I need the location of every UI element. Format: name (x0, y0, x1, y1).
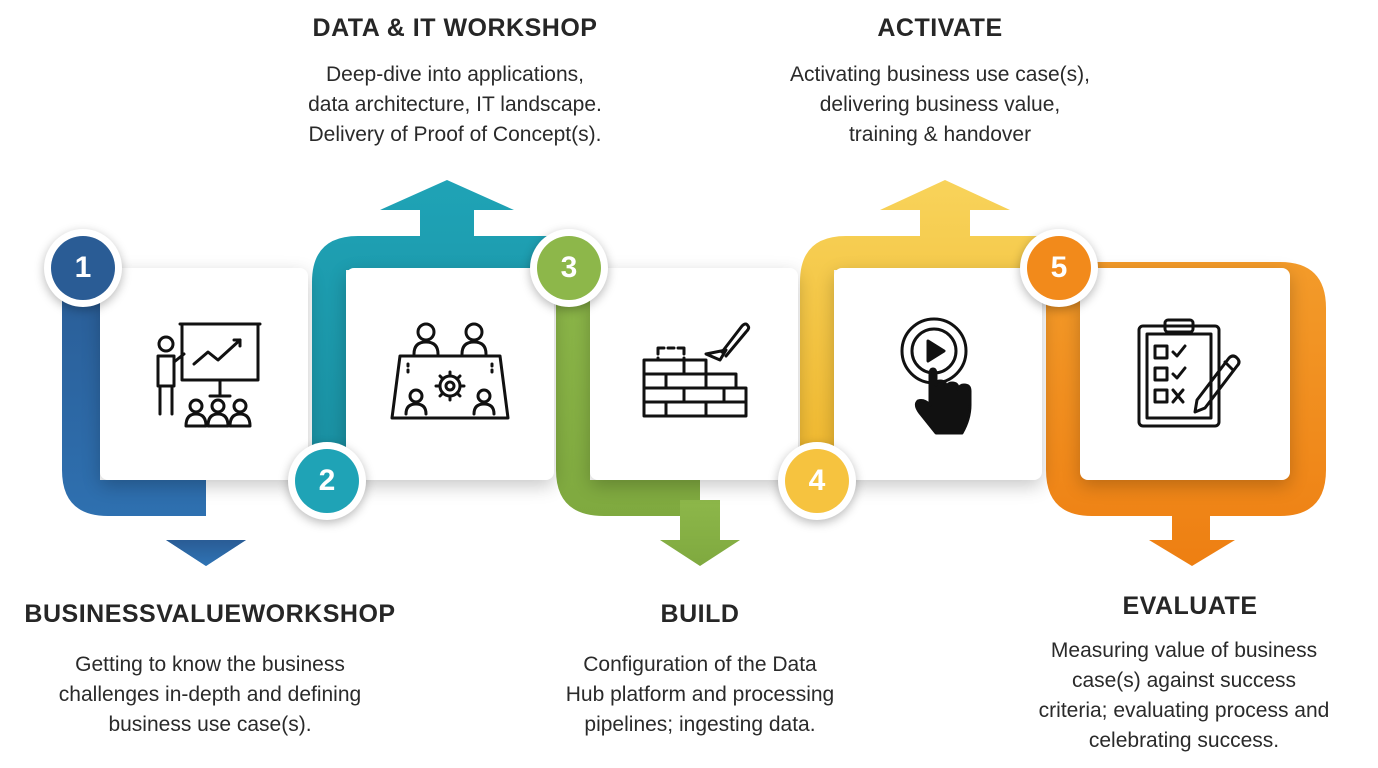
step-4-description-line: training & handover (848, 123, 1032, 146)
step-4-number: 4 (785, 449, 849, 513)
step-2-card (346, 268, 554, 480)
step-1-arrow (166, 540, 246, 566)
step-4-card (834, 268, 1042, 480)
step-1-description-line: challenges in-depth and defining (58, 683, 362, 706)
presentation-icon (156, 322, 262, 428)
step-2-description-line: Delivery of Proof of Concept(s). (308, 123, 602, 146)
step-1-title: BUSINESSVALUEWORKSHOP (24, 600, 396, 628)
step-3-number: 3 (537, 236, 601, 300)
step-4-number-badge: 4 (778, 442, 856, 520)
step-3-description-line: Hub platform and processing (565, 683, 835, 706)
step-4-ribbon (800, 180, 1046, 470)
step-3-title: BUILD (660, 600, 740, 628)
step-2-description: Deep-dive into applications, data archit… (250, 60, 660, 150)
step-2-description-line: data architecture, IT landscape. (308, 93, 602, 116)
brick-wall-icon (642, 322, 751, 418)
step-3-description: Configuration of the Data Hub platform a… (500, 650, 900, 740)
step-1-number-badge: 1 (44, 229, 122, 307)
step-3-arrow (660, 500, 740, 566)
step-1-card (100, 268, 308, 480)
step-1-ribbon (62, 262, 246, 566)
step-5-card (1080, 268, 1290, 480)
step-5-description-line: celebrating success. (1088, 729, 1280, 752)
step-5-description-line: case(s) against success (1071, 669, 1297, 692)
step-5-description: Measuring value of business case(s) agai… (990, 636, 1378, 756)
step-3-card (590, 268, 798, 480)
step-4-description: Activating business use case(s), deliver… (730, 60, 1150, 150)
step-2-ribbon (312, 180, 556, 470)
step-4-description-line: Activating business use case(s), (790, 63, 1090, 86)
step-3-number-badge: 3 (530, 229, 608, 307)
step-3-description-line: Configuration of the Data (583, 653, 817, 676)
step-1-number: 1 (51, 236, 115, 300)
step-4-description-line: delivering business value, (819, 93, 1061, 116)
step-2-number-badge: 2 (288, 442, 366, 520)
step-2-description-line: Deep-dive into applications, (326, 63, 584, 86)
play-button-icon (900, 317, 972, 435)
step-5-title: EVALUATE (1122, 592, 1258, 620)
checklist-icon (1137, 318, 1241, 428)
meeting-icon (390, 322, 510, 420)
step-1-description: Getting to know the business challenges … (0, 650, 420, 740)
step-2-number: 2 (295, 449, 359, 513)
step-1-description-line: Getting to know the business (75, 653, 345, 676)
step-1-description-line: business use case(s). (108, 713, 312, 736)
step-2-title: DATA & IT WORKSHOP (312, 14, 598, 42)
step-5-number-badge: 5 (1020, 229, 1098, 307)
step-5-description-line: criteria; evaluating process and (1038, 699, 1330, 722)
step-3-description-line: pipelines; ingesting data. (584, 713, 816, 736)
step-5-number: 5 (1027, 236, 1091, 300)
step-4-title: ACTIVATE (877, 14, 1003, 42)
step-5-description-line: Measuring value of business (1050, 639, 1318, 662)
